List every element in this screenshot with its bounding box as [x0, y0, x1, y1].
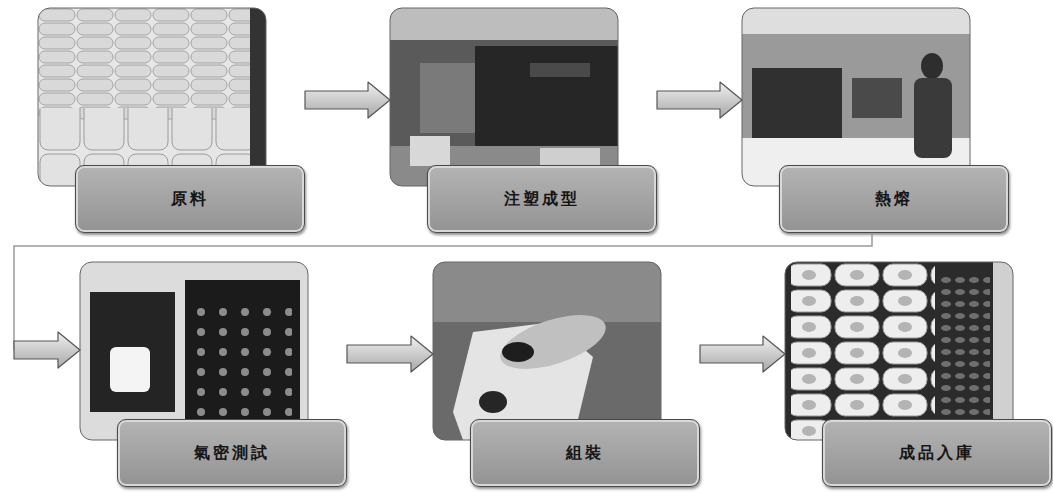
photo-background [38, 8, 266, 186]
bottle-rows [791, 262, 935, 440]
test-rig [90, 292, 175, 412]
block-arrow [700, 336, 785, 372]
step-label: 熱熔 [875, 189, 913, 210]
process-step: 組裝 [433, 262, 700, 487]
photo-background [390, 8, 618, 186]
step-label: 注塑成型 [504, 189, 580, 210]
leak-test-photo [80, 262, 308, 440]
hand [494, 304, 612, 380]
flow-arrow [700, 336, 785, 372]
flow-arrow [14, 233, 872, 368]
block-arrow [657, 82, 742, 118]
process-step: 成品入庫 [785, 262, 1052, 487]
bottle-rows [993, 262, 1013, 440]
block-arrow [347, 336, 433, 372]
photo-frame [80, 262, 308, 440]
panel-knobs [192, 297, 292, 422]
block-arrow [14, 332, 80, 368]
worker-body [914, 78, 952, 158]
step-label: 成品入庫 [899, 443, 975, 464]
worker-head [921, 53, 943, 79]
process-step: 熱熔 [742, 8, 1009, 233]
assembly-photo [433, 262, 661, 440]
photo-background [433, 262, 661, 440]
photo-frame [390, 8, 618, 186]
flow-arrow [347, 336, 433, 372]
label-plate: 氣密測試 [117, 419, 347, 487]
flow-arrow [657, 82, 742, 118]
machine-body [752, 68, 842, 138]
bag-stack [38, 8, 266, 120]
process-step: 注塑成型 [390, 8, 657, 233]
photo-background [80, 262, 308, 440]
warehouse-photo [785, 262, 1013, 440]
control-panel [185, 280, 300, 430]
photo-frame [38, 8, 266, 186]
process-step: 原料 [38, 8, 305, 233]
photo-frame [742, 8, 970, 186]
machine-part [852, 78, 902, 118]
flow-arrow [305, 82, 390, 118]
step-label: 原料 [171, 189, 209, 210]
label-plate: 原料 [75, 165, 305, 233]
process-step: 氣密測試 [80, 262, 347, 487]
machine-part [530, 63, 590, 77]
background-blur [433, 262, 661, 322]
step-label: 組裝 [566, 443, 604, 464]
raw-material-photo [38, 8, 266, 186]
label-plate: 成品入庫 [822, 419, 1052, 487]
cap-pile [940, 272, 990, 440]
photo-background [742, 8, 970, 186]
photo-frame [433, 262, 661, 440]
photo-background [785, 262, 1013, 440]
flow-route [14, 233, 872, 350]
photo-frame [785, 262, 1013, 440]
label-plate: 熱熔 [779, 165, 1009, 233]
block-arrow [305, 82, 390, 118]
cap [502, 342, 534, 362]
ceiling [742, 8, 970, 34]
pillar [250, 8, 266, 186]
box [410, 136, 450, 166]
machine-body [475, 46, 618, 146]
step-label: 氣密測試 [194, 443, 270, 464]
label-plate: 注塑成型 [427, 165, 657, 233]
injection-photo [390, 8, 618, 186]
bottle [110, 347, 150, 392]
cap [479, 391, 507, 413]
label-plate: 組裝 [470, 419, 700, 487]
heat-weld-photo [742, 8, 970, 186]
ceiling [390, 8, 618, 40]
